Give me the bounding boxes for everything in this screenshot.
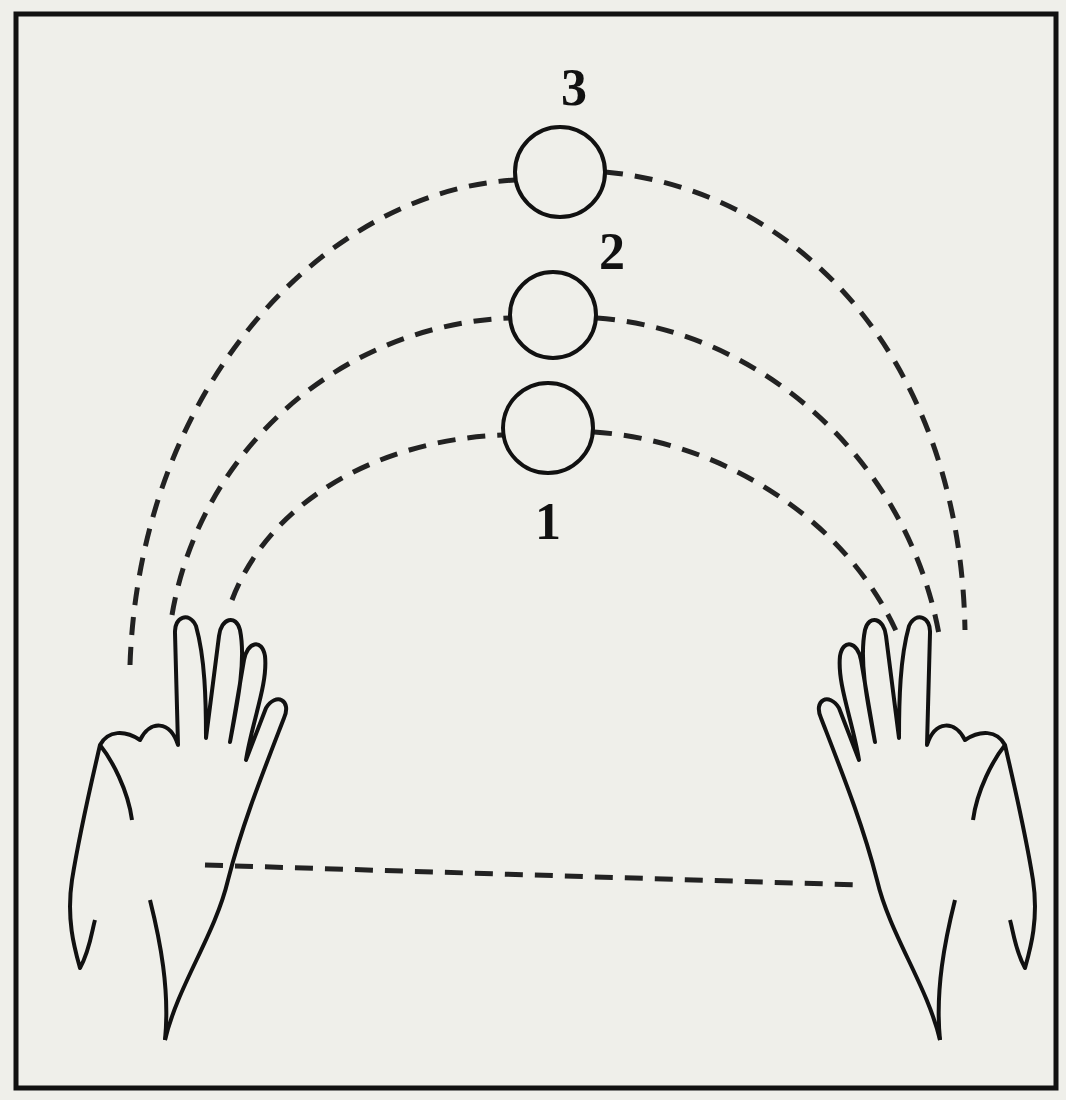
callout-number: 2 <box>596 226 628 278</box>
middle-arc-left <box>172 318 510 615</box>
left-hand <box>70 617 286 1040</box>
frame <box>16 14 1056 1088</box>
callout-number: 3 <box>558 62 590 114</box>
inner-arc-right <box>594 432 900 640</box>
outer-arc-left <box>130 180 515 665</box>
thumb-crease <box>100 745 132 820</box>
right-hand <box>819 617 1035 1040</box>
ball <box>510 272 596 358</box>
ball <box>515 127 605 217</box>
hand-line <box>205 865 860 885</box>
ball-paths <box>130 172 965 885</box>
hand-outline <box>70 617 286 1040</box>
outer-arc-right <box>605 172 965 630</box>
palm-crease <box>150 900 166 1040</box>
ball <box>503 383 593 473</box>
callout-number: 1 <box>532 496 564 548</box>
inner-arc-left <box>232 435 502 600</box>
balls <box>503 127 605 473</box>
middle-arc-right <box>597 318 940 640</box>
